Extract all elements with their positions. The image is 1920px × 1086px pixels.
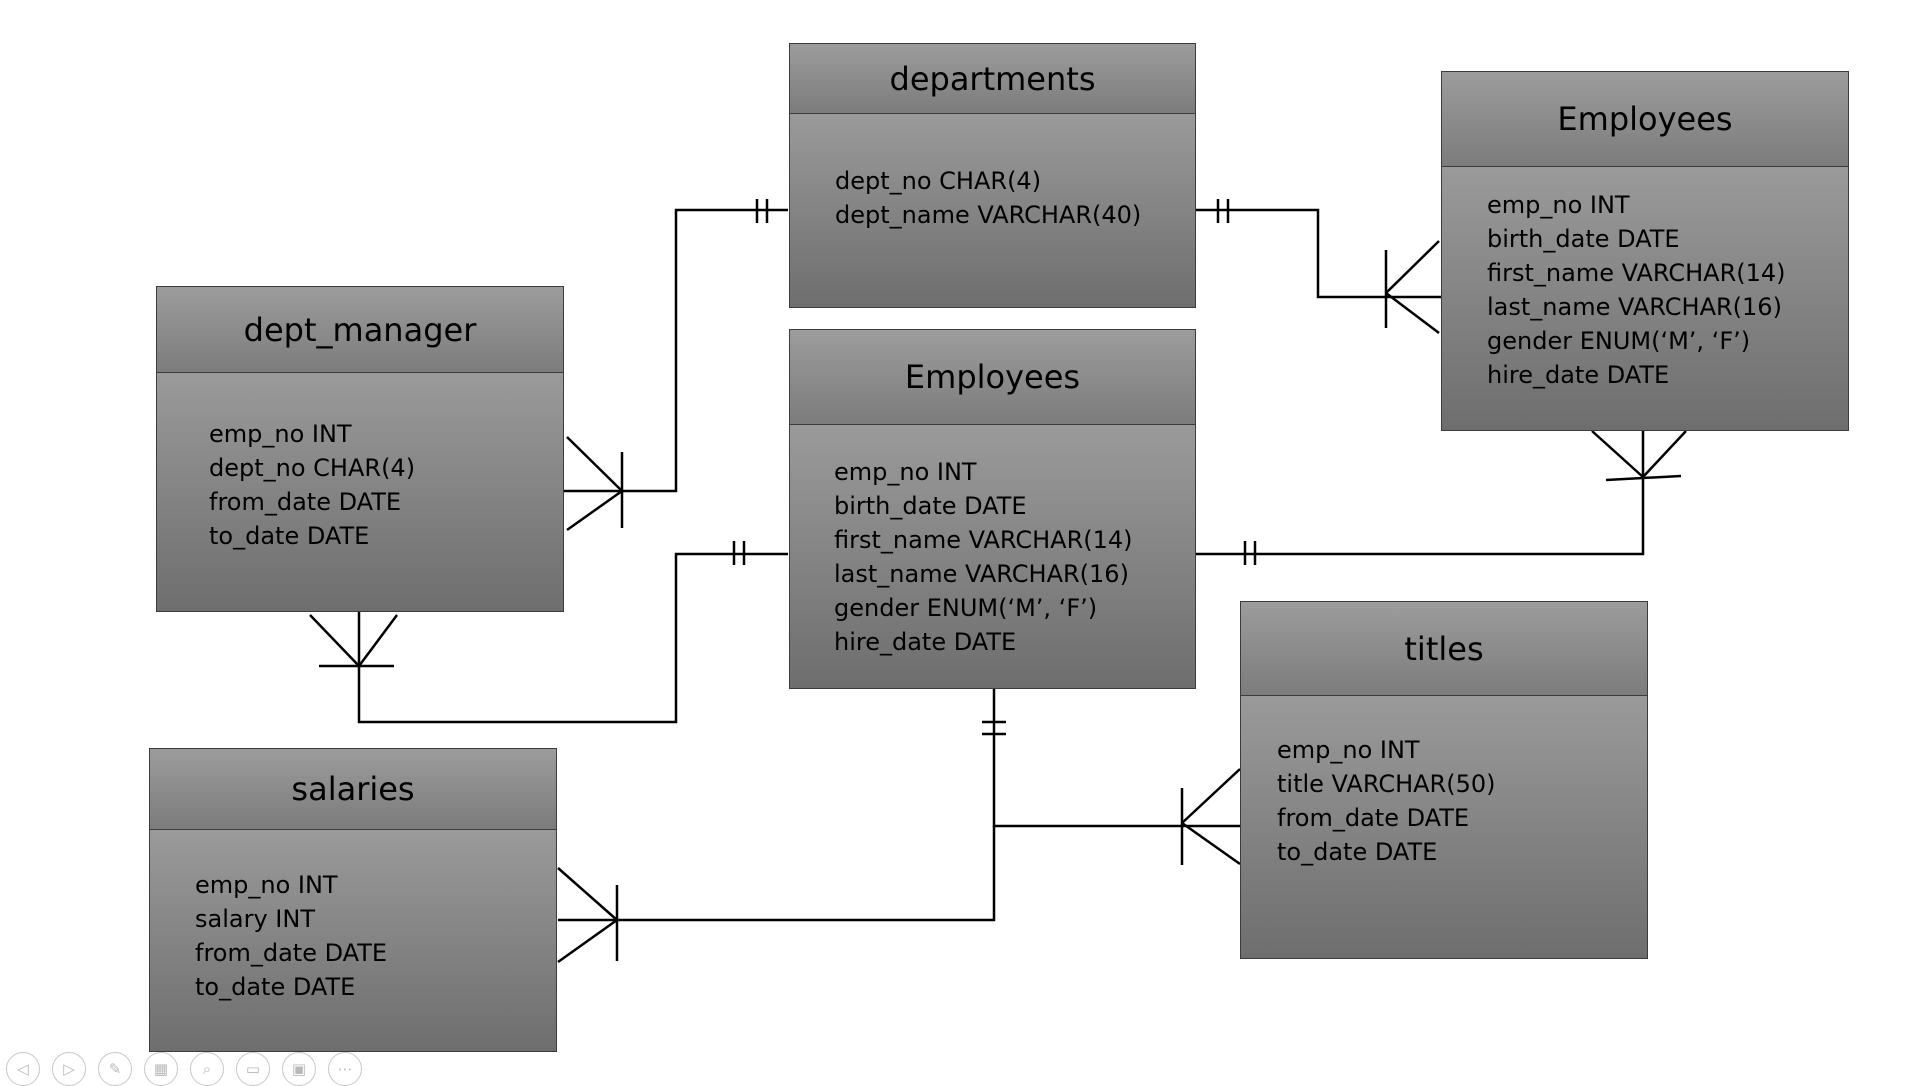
entity-body: emp_no INT birth_date DATE first_name VA… <box>1442 167 1848 430</box>
field: to_date DATE <box>209 522 370 550</box>
field: emp_no INT <box>195 871 338 899</box>
grid-icon: ▦ <box>153 1060 169 1078</box>
ellipsis-icon: ⋯ <box>337 1060 353 1078</box>
entity-title: salaries <box>291 770 415 808</box>
field: emp_no INT <box>1487 191 1630 219</box>
crow-foot-prong <box>357 614 399 667</box>
entity-title: departments <box>889 59 1096 98</box>
field: first_name VARCHAR(14) <box>1487 259 1786 287</box>
entity-header: titles <box>1241 602 1647 696</box>
field: title VARCHAR(50) <box>1277 770 1496 798</box>
field: emp_no INT <box>834 458 977 486</box>
crow-foot-prong <box>1385 240 1440 294</box>
field: last_name VARCHAR(16) <box>1487 293 1782 321</box>
slideshow-toolbar: ◁ ▷ ✎ ▦ ⌕ ▭ ▣ ⋯ <box>6 1052 362 1086</box>
entity-body: emp_no INT birth_date DATE first_name VA… <box>790 425 1195 688</box>
rel-departments-employees <box>1195 208 1441 299</box>
field: last_name VARCHAR(16) <box>834 560 1129 588</box>
camera-off-icon: ▣ <box>291 1060 307 1078</box>
zoom-button[interactable]: ⌕ <box>190 1052 224 1086</box>
subtitles-icon: ▭ <box>245 1060 261 1078</box>
field: salary INT <box>195 905 315 933</box>
entity-body: emp_no INT dept_no CHAR(4) from_date DAT… <box>157 373 563 611</box>
field: hire_date DATE <box>834 628 1017 656</box>
crow-foot-prong <box>566 489 623 532</box>
field: dept_no CHAR(4) <box>209 454 416 482</box>
field: from_date DATE <box>1277 804 1470 832</box>
field: gender ENUM(‘M’, ‘F’) <box>1487 327 1751 355</box>
field: from_date DATE <box>195 939 388 967</box>
field: dept_name VARCHAR(40) <box>835 201 1142 229</box>
crow-foot-prong <box>1642 430 1687 478</box>
arrow-right-icon: ▷ <box>63 1060 75 1078</box>
entity-header: salaries <box>150 749 556 830</box>
camera-button[interactable]: ▣ <box>282 1052 316 1086</box>
crow-foot-prong <box>1385 292 1440 334</box>
entity-title: Employees <box>1557 100 1733 138</box>
field: to_date DATE <box>1277 838 1438 866</box>
rel-employees-dept-manager <box>357 552 788 724</box>
arrow-left-icon: ◁ <box>17 1060 29 1078</box>
next-slide-button[interactable]: ▷ <box>52 1052 86 1086</box>
crow-foot-prong <box>309 614 360 667</box>
more-options-button[interactable]: ⋯ <box>328 1052 362 1086</box>
entity-titles: titles emp_no INT title VARCHAR(50) from… <box>1240 601 1648 959</box>
previous-slide-button[interactable]: ◁ <box>6 1052 40 1086</box>
entity-body: dept_no CHAR(4) dept_name VARCHAR(40) <box>790 114 1195 307</box>
field: first_name VARCHAR(14) <box>834 526 1133 554</box>
crow-foot-prong <box>566 436 623 492</box>
field: dept_no CHAR(4) <box>835 167 1042 195</box>
field: from_date DATE <box>209 488 402 516</box>
rel-departments-dept-manager <box>563 208 788 493</box>
rel-employees-titles <box>992 689 1240 828</box>
entity-body: emp_no INT title VARCHAR(50) from_date D… <box>1241 696 1647 958</box>
entity-title: dept_manager <box>243 310 477 349</box>
field: emp_no INT <box>1277 736 1420 764</box>
entity-header: Employees <box>790 330 1195 425</box>
crow-foot-bar <box>1605 474 1682 482</box>
entity-dept-manager: dept_manager emp_no INT dept_no CHAR(4) … <box>156 286 564 612</box>
see-all-slides-button[interactable]: ▦ <box>144 1052 178 1086</box>
entity-header: Employees <box>1442 72 1848 167</box>
entity-salaries: salaries emp_no INT salary INT from_date… <box>149 748 557 1052</box>
magnifier-icon: ⌕ <box>202 1060 212 1078</box>
crow-foot-prong <box>1181 768 1241 824</box>
field: gender ENUM(‘M’, ‘F’) <box>834 594 1098 622</box>
crow-foot-prong <box>557 918 618 964</box>
entity-title: Employees <box>904 358 1081 396</box>
entity-header: departments <box>790 44 1195 114</box>
subtitles-button[interactable]: ▭ <box>236 1052 270 1086</box>
crow-foot-prong <box>557 867 618 921</box>
field: hire_date DATE <box>1487 361 1670 389</box>
entity-title: titles <box>1404 629 1484 668</box>
field: emp_no INT <box>209 420 352 448</box>
rel-employees-employees <box>1195 431 1645 556</box>
entity-header: dept_manager <box>157 287 563 373</box>
crow-foot-prong <box>1181 821 1241 866</box>
entity-body: emp_no INT salary INT from_date DATE to_… <box>150 830 556 1051</box>
pen-button[interactable]: ✎ <box>98 1052 132 1086</box>
field: birth_date DATE <box>1487 225 1680 253</box>
field: to_date DATE <box>195 973 356 1001</box>
rel-employees-salaries <box>558 826 996 922</box>
pen-icon: ✎ <box>108 1060 122 1078</box>
field: birth_date DATE <box>834 492 1027 520</box>
crow-foot-prong <box>1591 430 1644 478</box>
entity-employees-center: Employees emp_no INT birth_date DATE fir… <box>789 329 1196 689</box>
entity-departments: departments dept_no CHAR(4) dept_name VA… <box>789 43 1196 308</box>
entity-employees-right: Employees emp_no INT birth_date DATE fir… <box>1441 71 1849 431</box>
